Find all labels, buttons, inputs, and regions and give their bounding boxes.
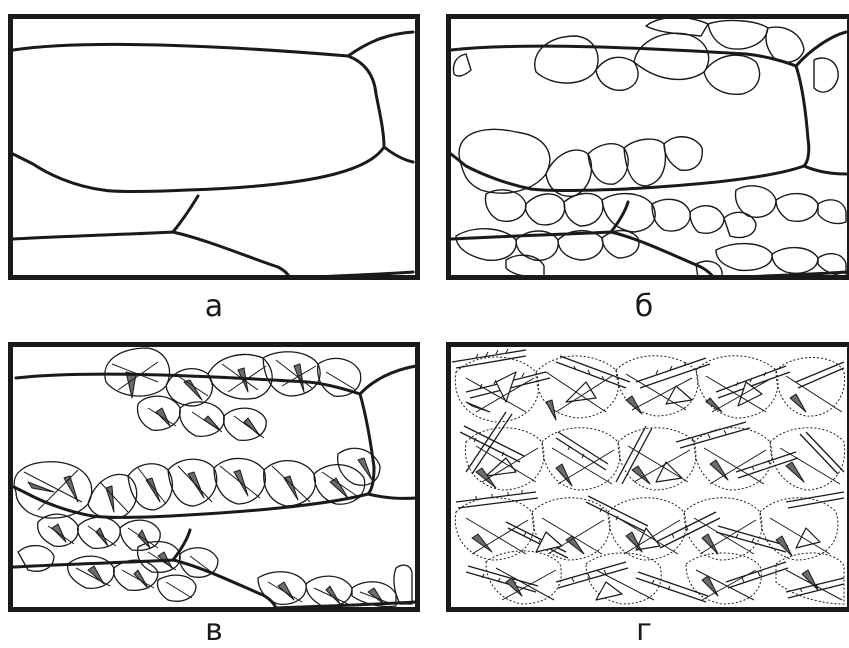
panel-a-label: а (184, 292, 244, 322)
panel-a-drawing (8, 14, 420, 280)
panel-b (446, 14, 849, 280)
panel-b-drawing (446, 14, 849, 280)
panel-a (8, 14, 420, 280)
panel-v-drawing (8, 342, 420, 612)
panel-g-drawing (446, 342, 849, 612)
panel-b-label: б (614, 292, 674, 322)
panel-v (8, 342, 420, 612)
panel-g (446, 342, 849, 612)
panel-g-label: г (614, 616, 674, 646)
panel-v-label: в (184, 616, 244, 646)
